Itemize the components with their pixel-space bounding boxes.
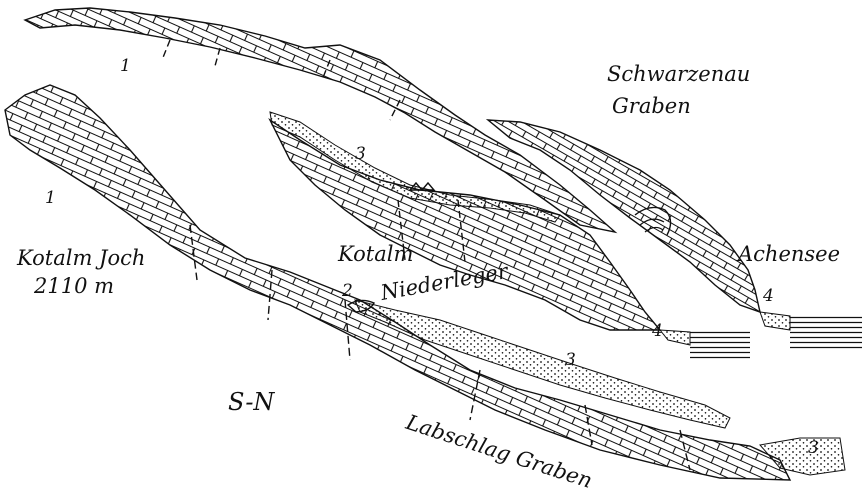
unit-4-right-label: 4: [763, 288, 774, 305]
unit-1-left-label: 1: [45, 190, 56, 207]
unit-1-top-label: 1: [120, 58, 131, 75]
kotalm-joch-label: Kotalm Joch: [17, 248, 145, 269]
unit-3-middle-label: 3: [355, 146, 366, 163]
kotalm-label: Kotalm: [338, 244, 413, 265]
unit-3-lower-label: 3: [565, 352, 576, 369]
achensee-label: Achensee: [738, 244, 840, 265]
unit-3-right-label: 3: [808, 440, 819, 457]
unit-4-middle-label: 4: [652, 323, 663, 340]
schwarzenau-label: Schwarzenau: [607, 64, 750, 85]
graben-top-label: Graben: [612, 96, 691, 117]
orientation-label: S-N: [228, 390, 274, 414]
elevation-label: 2110 m: [34, 276, 114, 297]
unit-2-label: 2: [342, 283, 353, 300]
